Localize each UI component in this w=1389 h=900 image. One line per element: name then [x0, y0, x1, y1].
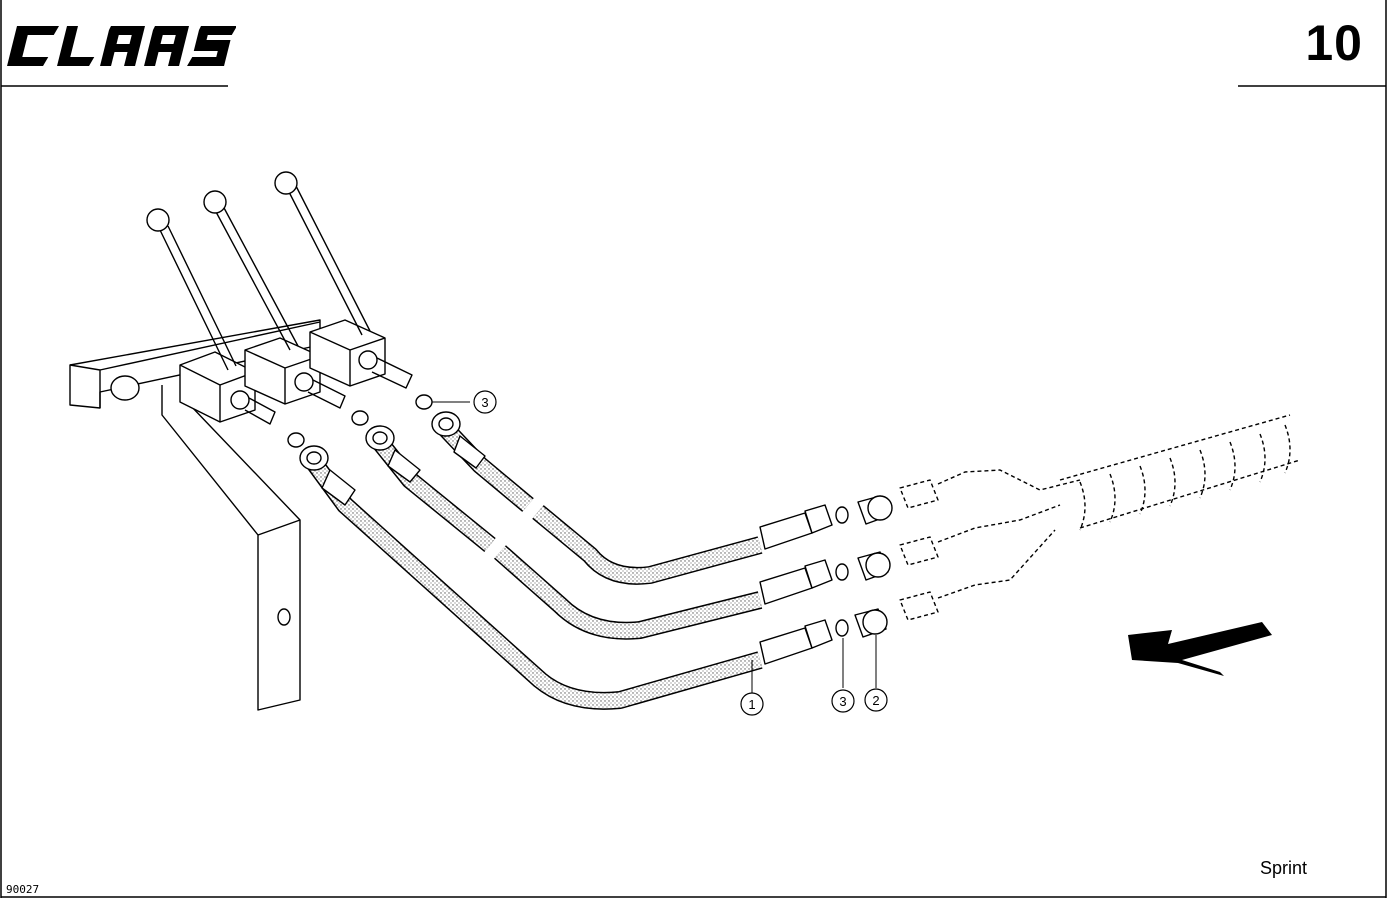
svg-text:1: 1	[748, 697, 755, 712]
document-code: 90027	[6, 883, 40, 896]
quick-couplings	[899, 414, 1301, 621]
valve-levers	[146, 171, 371, 371]
control-valve-middle	[244, 337, 346, 409]
callout-2: 2	[864, 688, 888, 712]
svg-text:2: 2	[872, 693, 879, 708]
control-valve-left	[179, 351, 276, 425]
svg-text:3: 3	[481, 395, 488, 410]
hose-3	[431, 411, 833, 585]
svg-text:3: 3	[839, 694, 846, 709]
callout-3-top: 3	[473, 390, 497, 414]
hose-1	[299, 445, 833, 710]
adapters	[835, 495, 893, 638]
series-label: Sprint	[1260, 858, 1308, 878]
page-number: 10	[1305, 15, 1363, 71]
bracket-plate	[161, 385, 301, 711]
hose-2	[365, 425, 833, 640]
callout-1: 1	[740, 692, 764, 716]
callout-3-bottom: 3	[831, 689, 855, 713]
claas-logo	[7, 26, 236, 66]
control-valve-right	[309, 319, 413, 389]
travel-direction-arrow-icon	[1128, 622, 1272, 676]
